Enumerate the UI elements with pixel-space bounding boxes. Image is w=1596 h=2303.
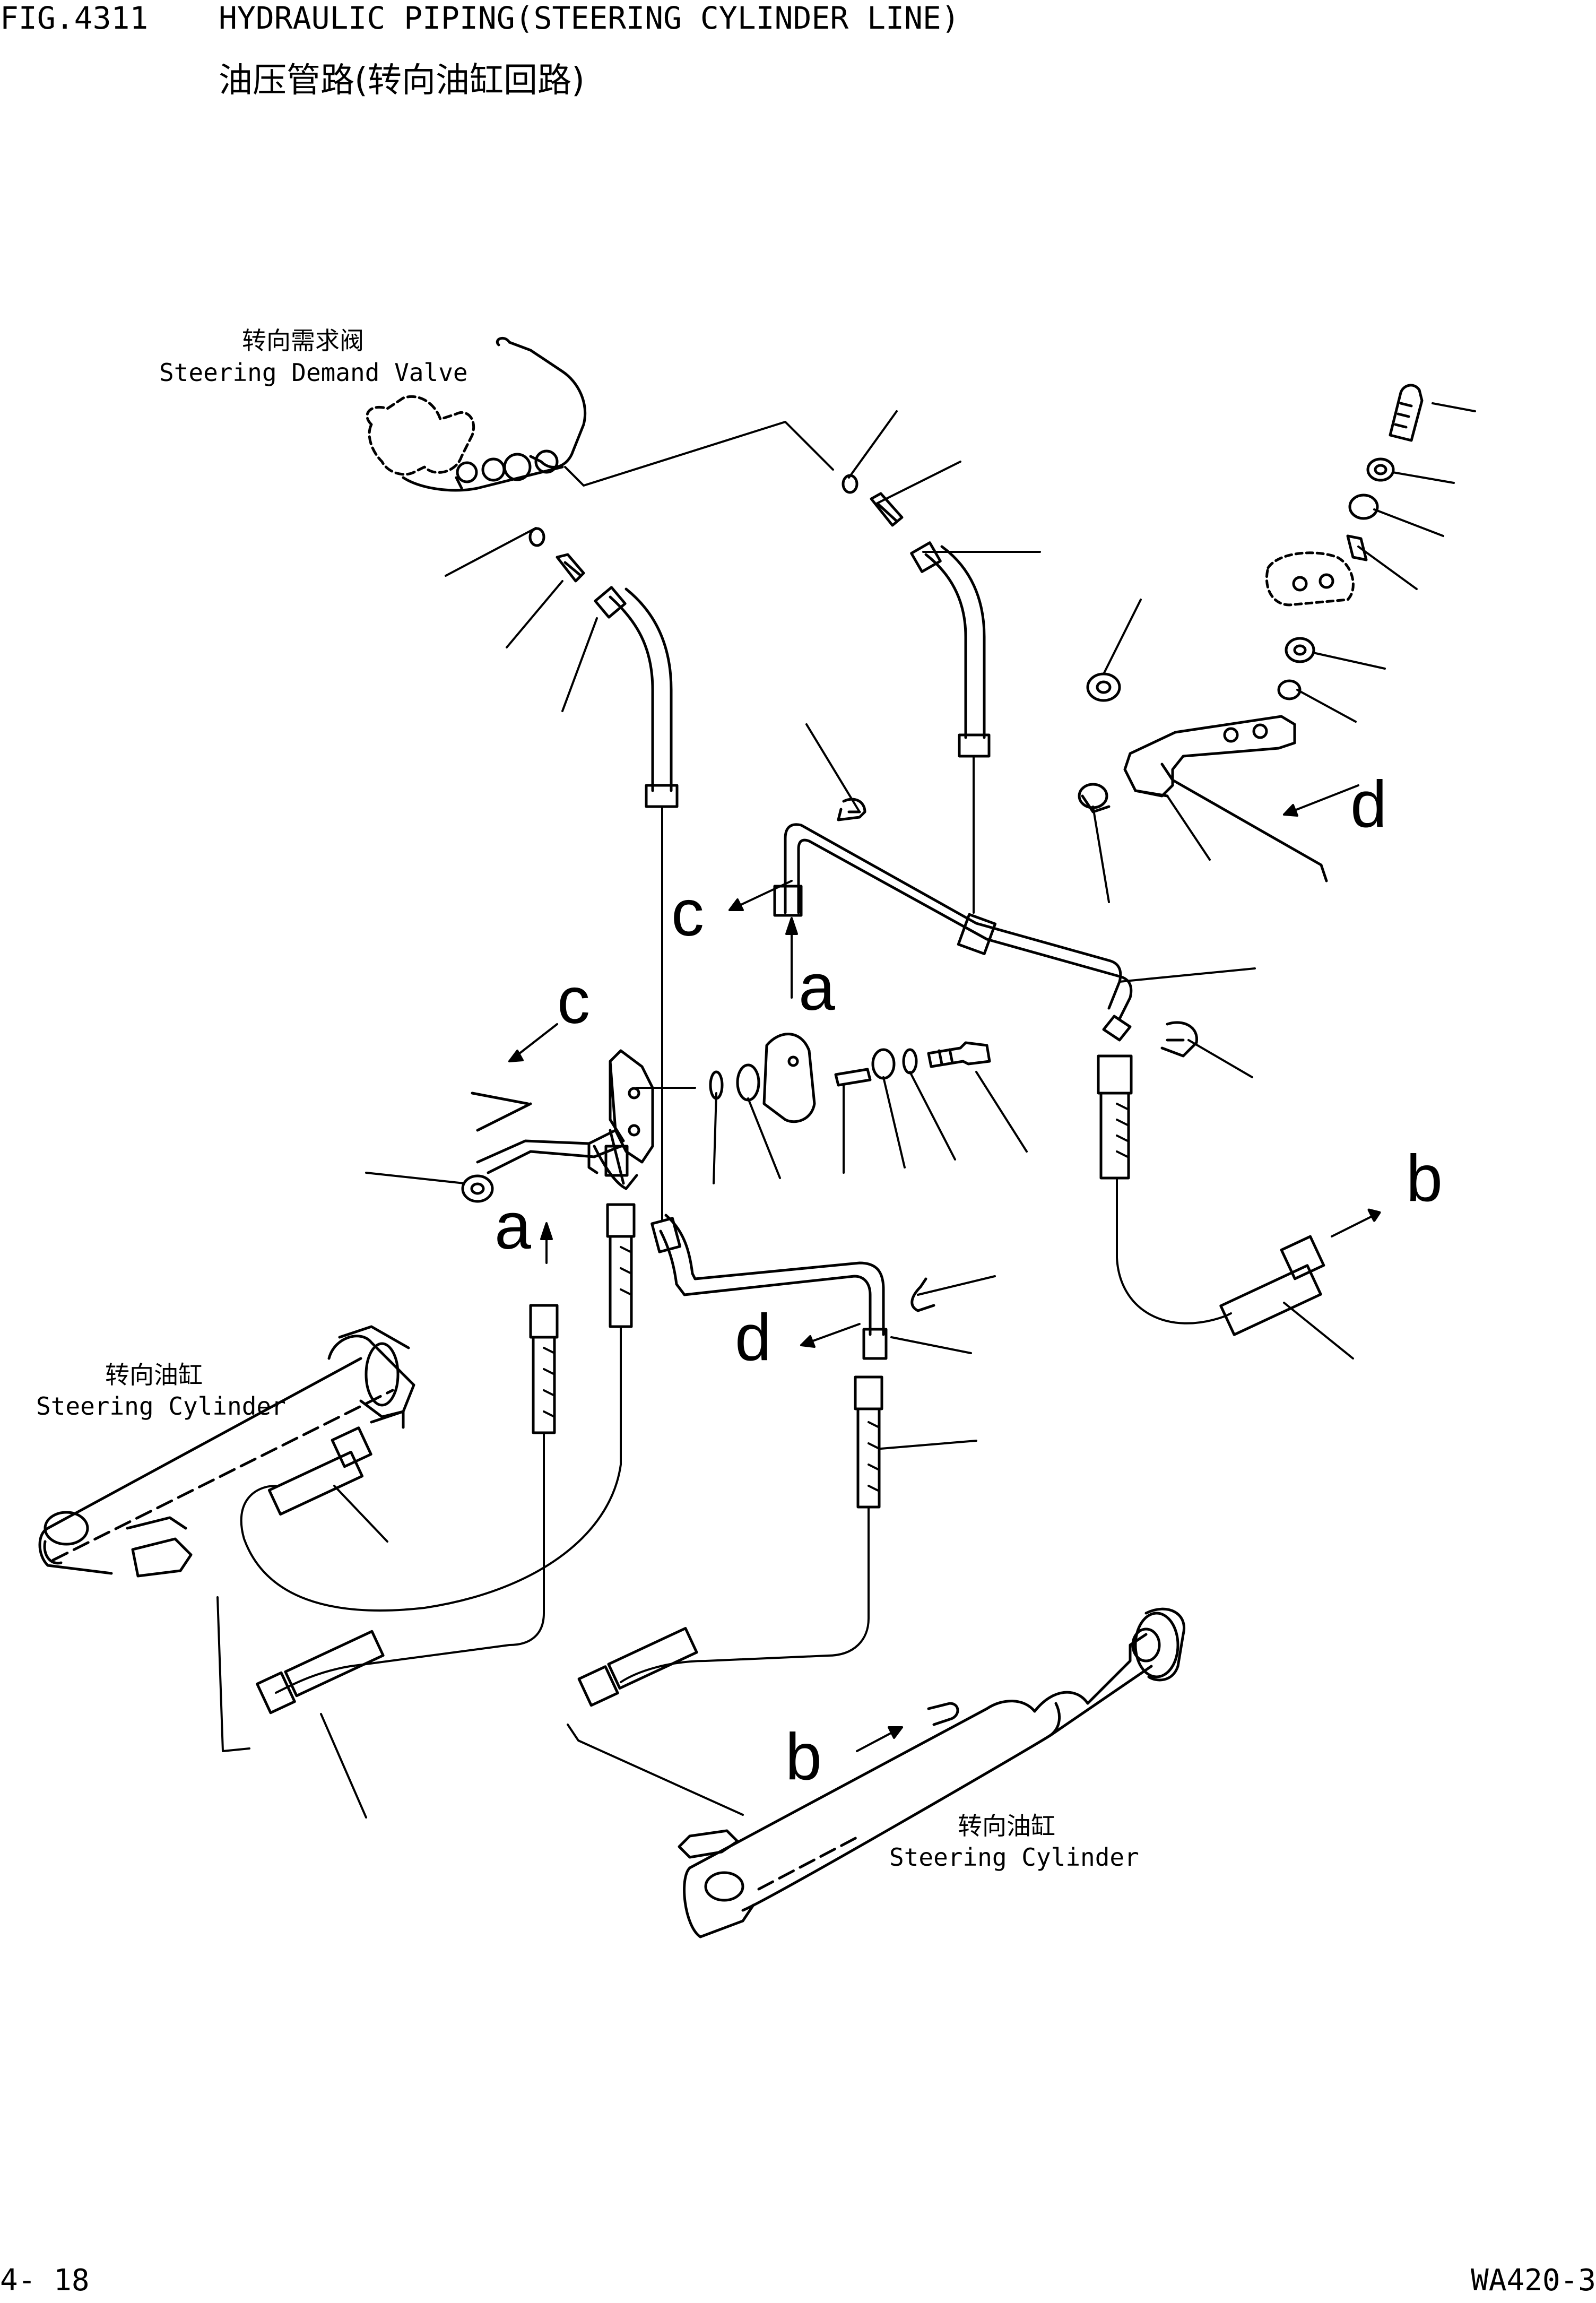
- right-cylinder-label-chinese: 转向油缸: [958, 1812, 1055, 1840]
- steering-demand-valve: [366, 336, 587, 492]
- reference-leader-lines: [320, 402, 1476, 1819]
- lower-steel-tube: [650, 1214, 935, 1360]
- ref-letter-a-upper: a: [799, 951, 835, 1024]
- ref-letter-d-upper: d: [1350, 768, 1387, 841]
- valve-label-chinese: 转向需求阀: [242, 326, 364, 355]
- left-steering-cylinder: [38, 1325, 415, 1752]
- ref-letter-b-upper: b: [1406, 1142, 1443, 1215]
- left-cylinder-label-chinese: 转向油缸: [105, 1361, 203, 1389]
- figure-title: HYDRAULIC PIPING(STEERING CYLINDER LINE): [219, 0, 960, 36]
- mounting-bracket: [1123, 715, 1328, 882]
- valve-label: Steering Demand Valve: [159, 358, 468, 387]
- figure-title-chinese: 油压管路(转向油缸回路): [219, 61, 585, 100]
- model-number: WA420-3: [1470, 2263, 1596, 2298]
- right-steering-cylinder: [567, 1607, 1185, 1938]
- ref-letter-b-lower: b: [785, 1720, 822, 1794]
- right-cylinder-label: Steering Cylinder: [889, 1843, 1139, 1872]
- left-cylinder-label: Steering Cylinder: [36, 1392, 286, 1421]
- ref-letter-d-lower: d: [735, 1301, 771, 1374]
- center-plate-bracket: [461, 1033, 991, 1203]
- direction-arrows: [508, 784, 1359, 1752]
- upper-steel-tube: [773, 823, 1133, 1042]
- ref-letter-a-lower: a: [495, 1190, 531, 1263]
- bolt-and-washers: [1078, 384, 1424, 813]
- ref-letter-c-lower: c: [557, 964, 590, 1037]
- ref-letter-c-upper: c: [671, 877, 704, 950]
- hose-b-upper: [1097, 1054, 1381, 1336]
- hose-a-left: [240, 1203, 636, 1715]
- figure-number: FIG.4311: [0, 0, 149, 36]
- page-number: 4- 18: [0, 2263, 90, 2298]
- hose-b-lower: [577, 1375, 883, 1707]
